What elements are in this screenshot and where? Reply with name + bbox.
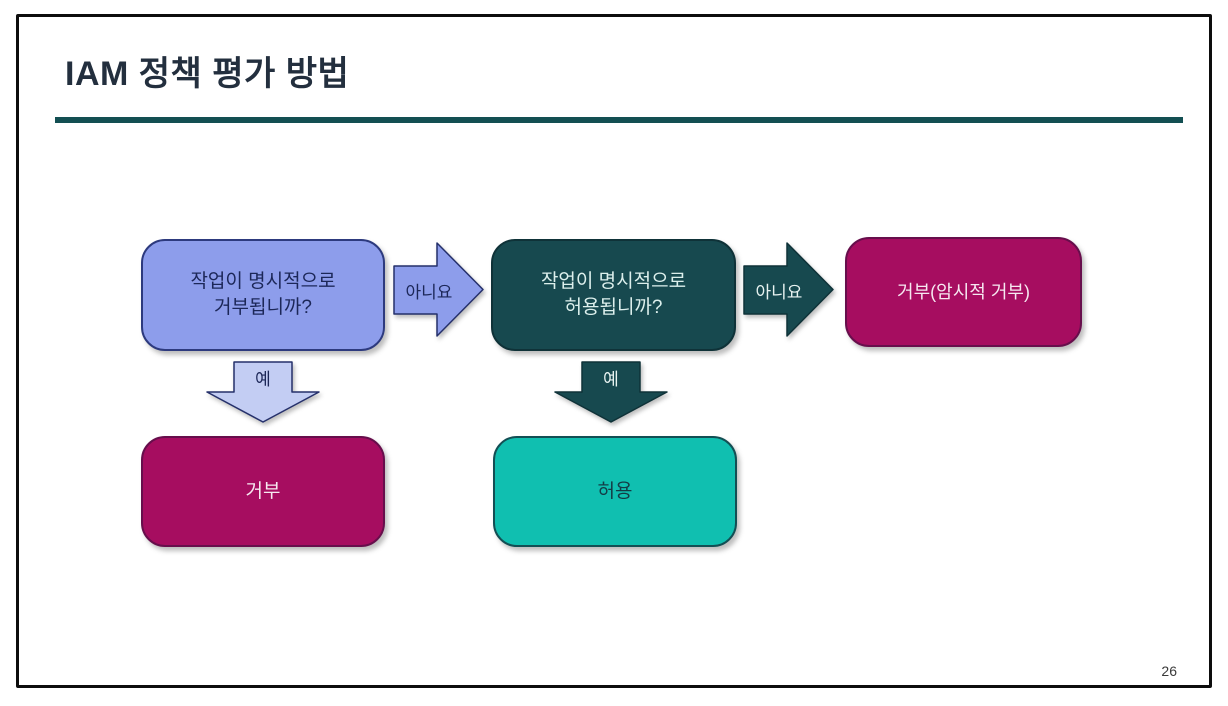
down-arrow-icon [206, 361, 320, 423]
right-arrow-icon [743, 242, 834, 337]
flow-box-deny-result: 거부 [141, 436, 385, 547]
slide-title: IAM 정책 평가 방법 [65, 55, 350, 93]
arrow-no-1: 아니요 [393, 241, 485, 338]
arrow-no-2: 아니요 [743, 241, 835, 338]
flow-box-explicit-deny-question: 작업이 명시적으로 거부됩니까? [141, 239, 385, 351]
flow-box-allow-result-text: 허용 [597, 480, 633, 502]
down-arrow-icon [554, 361, 668, 423]
flow-box-allow-result: 허용 [493, 436, 737, 547]
slide: IAM 정책 평가 방법 작업이 명시적으로 거부됩니까? 아니요 작업이 명시… [16, 14, 1212, 688]
right-arrow-icon [393, 242, 484, 337]
flow-box-deny-result-text: 거부 [245, 480, 281, 502]
page-number: 26 [1161, 663, 1177, 679]
arrow-yes-2: 예 [553, 361, 670, 423]
title-divider [55, 117, 1183, 123]
arrow-yes-1: 예 [205, 361, 321, 423]
flow-box-implicit-deny-result-text: 거부(암시적 거부) [897, 281, 1030, 302]
flow-box-explicit-allow-question: 작업이 명시적으로 허용됩니까? [491, 239, 736, 351]
flow-box-explicit-deny-question-text: 작업이 명시적으로 거부됩니까? [190, 271, 336, 318]
flow-box-implicit-deny-result: 거부(암시적 거부) [845, 237, 1082, 347]
flow-box-explicit-allow-question-text: 작업이 명시적으로 허용됩니까? [540, 271, 687, 318]
